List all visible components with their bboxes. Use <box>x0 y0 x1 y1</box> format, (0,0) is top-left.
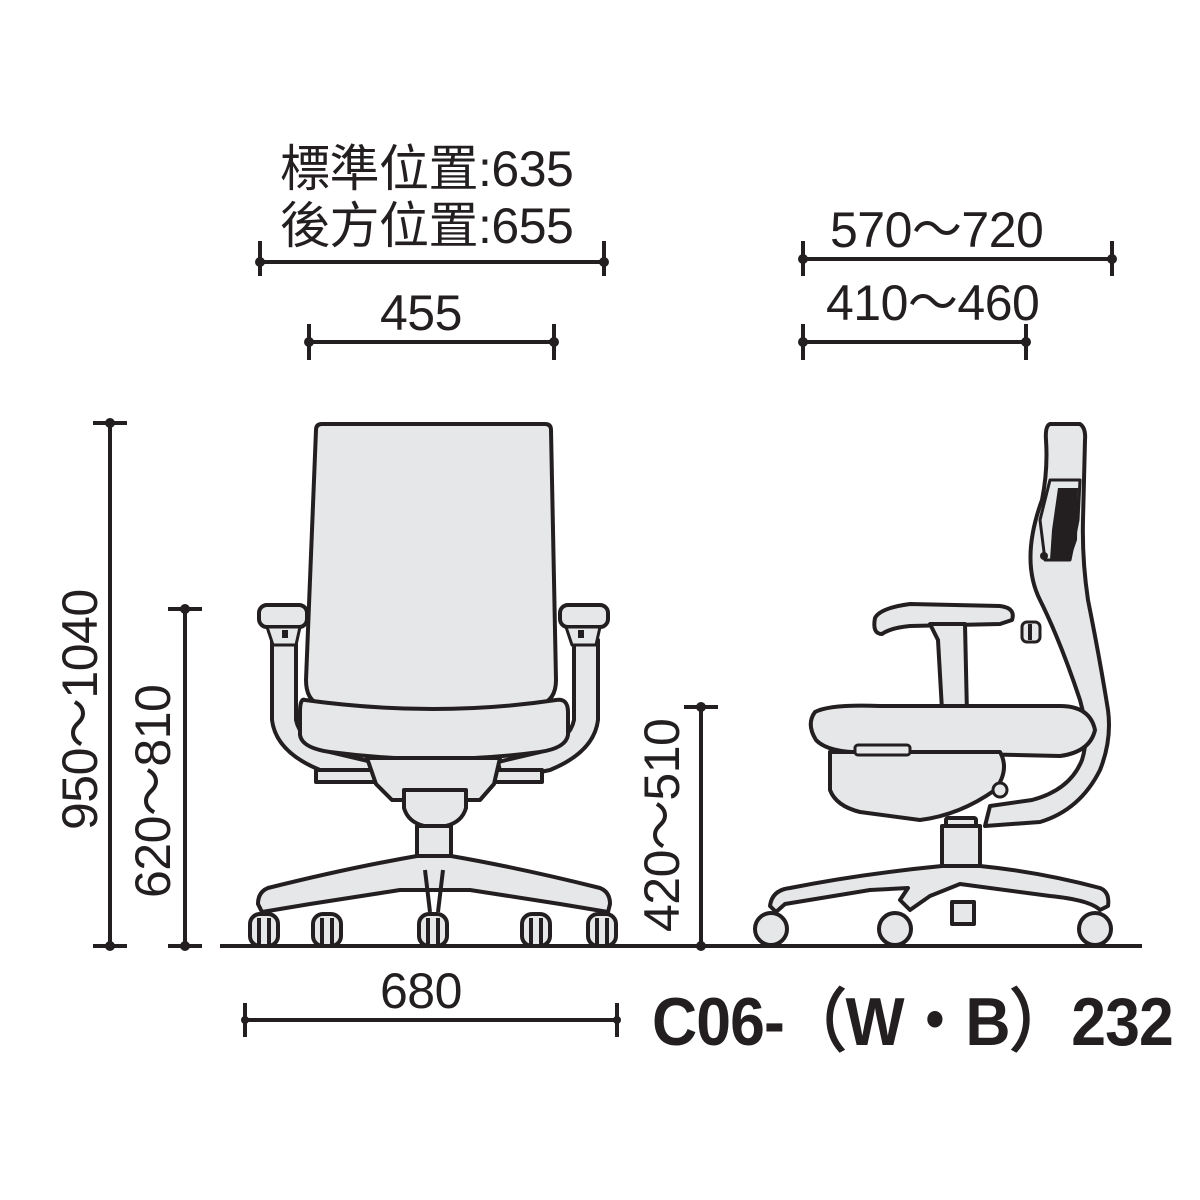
caster-side-1 <box>753 911 789 947</box>
label-overall-height-text: 950〜1040 <box>52 589 108 830</box>
label-seat-width-text: 455 <box>380 285 462 341</box>
label-standard-position: 標準位置:635 <box>280 141 574 197</box>
label-base-width: 680 <box>380 966 462 1016</box>
dimension-line-armrest-height <box>168 604 202 951</box>
dimension-line-seat-height <box>684 702 718 951</box>
dimension-line-seat-depth <box>798 324 1031 360</box>
label-side-depth-text: 570〜720 <box>830 202 1044 258</box>
label-base-width-text: 680 <box>380 963 462 1019</box>
label-seat-height: 420〜510 <box>634 718 690 932</box>
dimension-line-side-depth <box>798 241 1117 276</box>
label-overall-height: 950〜1040 <box>52 589 108 830</box>
label-seat-depth-text: 410〜460 <box>826 275 1040 331</box>
model-code: C06-（W・B）232 <box>652 984 1174 1060</box>
label-side-depth: 570〜720 <box>830 202 1044 258</box>
caster-front-1 <box>248 912 280 948</box>
dimension-line-seat-width <box>304 324 559 360</box>
caster-front-4 <box>520 912 552 948</box>
dimension-line-overall-height <box>93 418 127 951</box>
chair-side-view <box>753 422 1113 947</box>
caster-front-3 <box>417 912 449 948</box>
caster-side-3 <box>1077 911 1113 947</box>
label-rear-position: 後方位置:655 <box>280 198 574 254</box>
caster-front-2 <box>311 912 343 948</box>
caster-side-2 <box>877 911 913 947</box>
label-standard-position-text: 標準位置:635 <box>280 141 574 197</box>
caster-front-5 <box>586 912 618 948</box>
label-seat-height-text: 420〜510 <box>634 718 690 932</box>
dimension-line-base-width <box>241 1003 621 1037</box>
dimension-line-overall-depth <box>255 241 609 276</box>
label-armrest-height: 620〜810 <box>125 684 181 898</box>
label-seat-width: 455 <box>380 288 462 338</box>
label-rear-position-text: 後方位置:655 <box>280 198 574 254</box>
label-armrest-height-text: 620〜810 <box>125 684 181 898</box>
chair-front-view <box>248 422 618 948</box>
label-seat-depth: 410〜460 <box>826 275 1040 331</box>
